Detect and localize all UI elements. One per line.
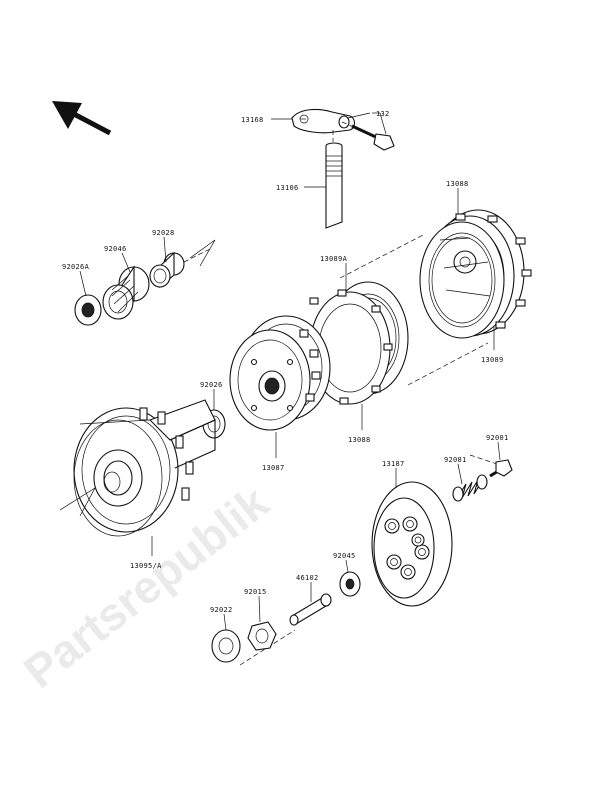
hub-nut-part — [247, 621, 277, 651]
lever-bolt-part — [341, 121, 395, 151]
axis-arrow-icon — [59, 487, 96, 517]
axis-line — [183, 247, 213, 263]
part-number-label: 13168 — [241, 116, 264, 124]
axis-line — [407, 342, 489, 386]
part-number-label: 13089 — [481, 356, 504, 364]
part-number-label: 92001 — [486, 434, 509, 442]
part-number-label: 132 — [376, 110, 390, 118]
part-number-label: 92046 — [104, 245, 127, 253]
needle-bearing-part — [102, 265, 150, 320]
pusher-part — [289, 593, 332, 626]
part-number-label: 13095/A — [130, 562, 162, 570]
part-number-label: 92015 — [244, 588, 267, 596]
part-number-label: 92081 — [444, 456, 467, 464]
part-number-label: 46102 — [296, 574, 319, 582]
release-lever-part — [291, 108, 356, 134]
clutch-housing-part — [73, 399, 216, 537]
bushing-part — [149, 251, 185, 289]
part-number-label: 13106 — [276, 184, 299, 192]
part-number-label: 92028 — [152, 229, 175, 237]
part-number-label: 13089A — [320, 255, 348, 263]
part-number-label: 13088 — [348, 436, 371, 444]
push-rod-part — [325, 142, 343, 229]
part-number-label: 13087 — [262, 464, 285, 472]
part-number-label: 92022 — [210, 606, 233, 614]
part-number-label: 92026A — [62, 263, 90, 271]
clutch-spring-part — [452, 474, 488, 502]
part-number-label: 13088 — [446, 180, 469, 188]
ball-bearing-part — [339, 571, 361, 597]
part-number-label: 92045 — [333, 552, 356, 560]
leader-lines — [79, 112, 501, 631]
clutch-plate-stack-part — [419, 209, 532, 339]
lock-washer-part — [211, 629, 241, 663]
pressure-plate-part — [371, 481, 453, 607]
axis-arrow-icon — [189, 239, 216, 267]
front-direction-arrow-icon — [52, 101, 112, 136]
clutch-plate-pair-part — [309, 281, 409, 405]
thrust-washer-a-part — [74, 294, 102, 326]
spring-bolt-part — [489, 459, 513, 478]
axis-line — [339, 233, 426, 279]
part-number-label: 92026 — [200, 381, 223, 389]
part-number-label: 13187 — [382, 460, 405, 468]
axis-line — [469, 454, 501, 466]
clutch-hub-part — [229, 315, 331, 431]
